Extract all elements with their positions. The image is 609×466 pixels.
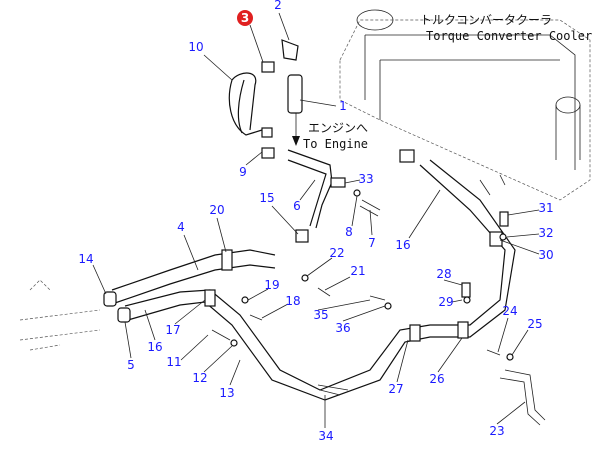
callout-35[interactable]: 35 bbox=[313, 308, 328, 322]
callout-25[interactable]: 25 bbox=[527, 317, 542, 331]
callout-9[interactable]: 9 bbox=[239, 165, 247, 179]
callout-23[interactable]: 23 bbox=[489, 424, 504, 438]
callout-8[interactable]: 8 bbox=[345, 225, 353, 239]
callout-17[interactable]: 17 bbox=[165, 323, 180, 337]
callout-14[interactable]: 14 bbox=[78, 252, 93, 266]
callout-34[interactable]: 34 bbox=[318, 429, 333, 443]
callout-16-left[interactable]: 16 bbox=[147, 340, 162, 354]
callout-12[interactable]: 12 bbox=[192, 371, 207, 385]
cooler-label-en: Torque Converter Cooler bbox=[426, 29, 592, 43]
callout-19[interactable]: 19 bbox=[264, 278, 279, 292]
callout-22[interactable]: 22 bbox=[329, 246, 344, 260]
callout-3[interactable]: 3 bbox=[241, 11, 249, 25]
callout-36[interactable]: 36 bbox=[335, 321, 350, 335]
engine-label-jp: エンジンへ bbox=[308, 121, 368, 135]
callout-10[interactable]: 10 bbox=[188, 40, 203, 54]
callout-1[interactable]: 1 bbox=[339, 99, 347, 113]
callout-27[interactable]: 27 bbox=[388, 382, 403, 396]
leader-lines bbox=[92, 12, 540, 428]
torque-converter-cooler bbox=[339, 9, 591, 201]
callout-32[interactable]: 32 bbox=[538, 226, 553, 240]
callout-33[interactable]: 33 bbox=[358, 172, 373, 186]
callout-24[interactable]: 24 bbox=[502, 304, 517, 318]
hose-assembly bbox=[19, 159, 546, 426]
callout-7[interactable]: 7 bbox=[368, 236, 376, 250]
callout-20[interactable]: 20 bbox=[209, 203, 224, 217]
highlighted-callout-marker bbox=[237, 10, 253, 26]
cooler-label-jp: トルクコンバータクーラ bbox=[420, 13, 552, 27]
callout-4[interactable]: 4 bbox=[177, 220, 185, 234]
callout-15[interactable]: 15 bbox=[259, 191, 274, 205]
callout-5[interactable]: 5 bbox=[127, 358, 135, 372]
callout-30[interactable]: 30 bbox=[538, 248, 553, 262]
callout-16-right[interactable]: 16 bbox=[395, 238, 410, 252]
callout-11[interactable]: 11 bbox=[166, 355, 181, 369]
bolts-and-washers bbox=[211, 211, 514, 361]
callout-29[interactable]: 29 bbox=[438, 295, 453, 309]
callout-28[interactable]: 28 bbox=[436, 267, 451, 281]
callout-31[interactable]: 31 bbox=[538, 201, 553, 215]
callout-13[interactable]: 13 bbox=[219, 386, 234, 400]
engine-label-en: To Engine bbox=[303, 137, 368, 151]
callout-21[interactable]: 21 bbox=[350, 264, 365, 278]
callout-18[interactable]: 18 bbox=[285, 294, 300, 308]
callout-2[interactable]: 2 bbox=[274, 0, 282, 12]
callout-26[interactable]: 26 bbox=[429, 372, 444, 386]
upper-parts bbox=[228, 39, 415, 243]
callout-6[interactable]: 6 bbox=[293, 199, 301, 213]
